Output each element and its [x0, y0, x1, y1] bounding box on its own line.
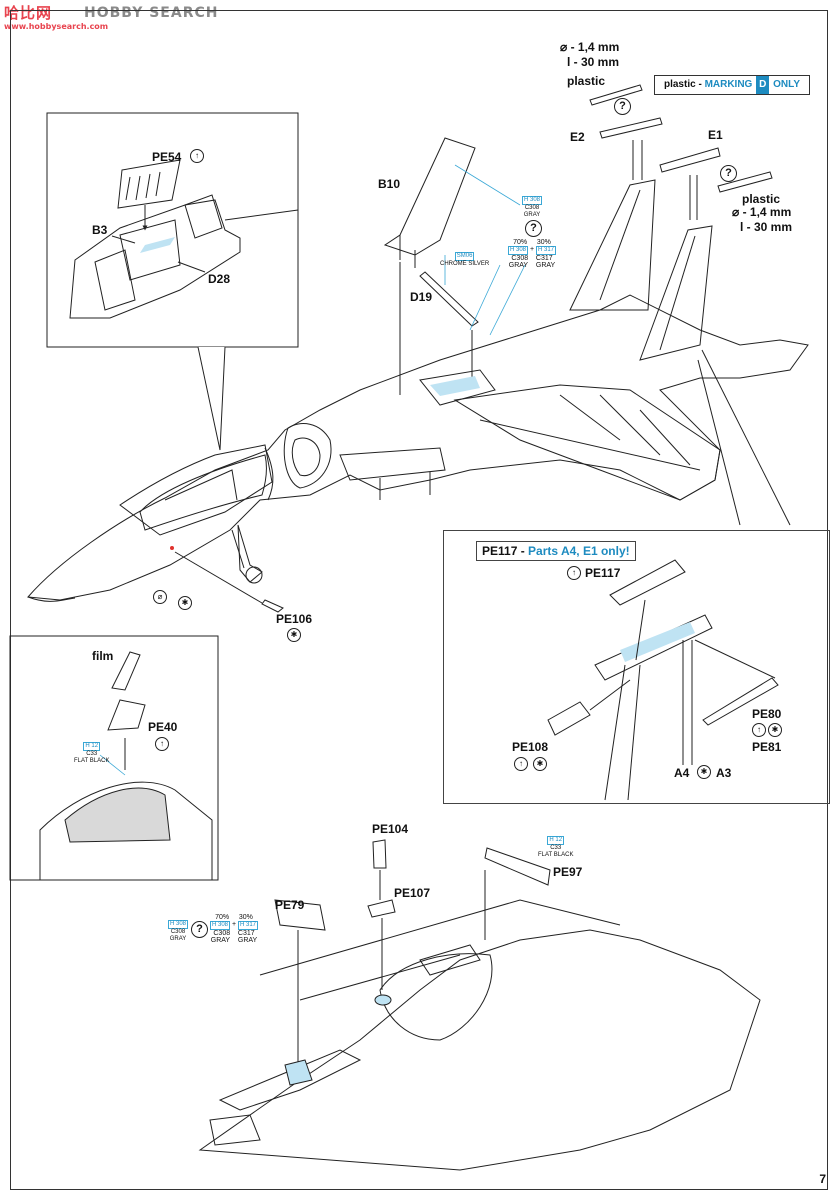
- label-pe106: PE106: [276, 612, 313, 626]
- watermark-brand-cn: 哈比网: [4, 4, 53, 22]
- page-frame: [10, 10, 828, 1190]
- label-a3: A3: [716, 766, 732, 780]
- label-e2: E2: [570, 130, 585, 144]
- marking-word: MARKING: [704, 79, 753, 90]
- label-pe108: PE108: [512, 740, 549, 754]
- label-plastic-top: plastic: [567, 74, 606, 88]
- optional-icon: ?: [191, 921, 208, 938]
- glue-icon: ✱: [533, 757, 547, 771]
- glue-icon: ✱: [768, 723, 782, 737]
- marking-note: plastic - MARKING D ONLY: [654, 75, 810, 95]
- fold-icon: ↑: [567, 566, 581, 580]
- label-pe97: PE97: [553, 865, 583, 879]
- right-diameter: ⌀ - 1,4 mm: [732, 205, 792, 219]
- label-d19: D19: [410, 290, 433, 304]
- label-pe54: PE54: [152, 150, 182, 164]
- label-pe107: PE107: [394, 886, 431, 900]
- inset-pe117-box: [443, 530, 830, 804]
- page-number: 7: [819, 1172, 826, 1186]
- inset-cockpit-box: [46, 112, 299, 348]
- fold-icon: ↑: [190, 149, 204, 163]
- label-film: film: [92, 649, 114, 663]
- label-pe117: PE117: [585, 566, 621, 580]
- watermark-brand-en: HOBBY SEARCH: [84, 5, 219, 21]
- label-d28: D28: [208, 272, 231, 286]
- label-pe80: PE80: [752, 707, 782, 721]
- label-b3: B3: [92, 223, 108, 237]
- optional-icon: ?: [720, 165, 737, 182]
- glue-icon: ✱: [287, 628, 301, 642]
- pe117-title: PE117 - Parts A4, E1 only!: [476, 541, 636, 561]
- optional-icon: ?: [614, 98, 631, 115]
- label-pe40: PE40: [148, 720, 178, 734]
- label-e1: E1: [708, 128, 723, 142]
- glue-icon: ✱: [697, 765, 711, 779]
- paint-mix-lower: 70% 30% H 308 + H 317 C308 C317 GRAY GRA…: [210, 914, 259, 944]
- top-length: l - 30 mm: [567, 55, 620, 69]
- fold-icon: ↑: [514, 757, 528, 771]
- marking-letter: D: [756, 76, 770, 94]
- watermark-url: www.hobbysearch.com: [4, 22, 109, 31]
- glue-icon: ✱: [178, 596, 192, 610]
- label-pe104: PE104: [372, 822, 409, 836]
- label-a4: A4: [674, 766, 690, 780]
- marking-prefix: plastic -: [663, 79, 702, 90]
- fold-icon: ↑: [752, 723, 766, 737]
- inset-canopy-box: [9, 635, 219, 881]
- top-diameter: ⌀ - 1,4 mm: [560, 40, 620, 54]
- label-plastic-right: plastic: [742, 192, 781, 206]
- label-b10: B10: [378, 177, 401, 191]
- remove-icon: ⌀: [153, 590, 167, 604]
- fold-icon: ↑: [155, 737, 169, 751]
- paint-mix-top: 70% 30% H 308 + H 317 C308 C317 GRAY GRA…: [508, 239, 557, 269]
- marking-suffix: ONLY: [773, 79, 801, 90]
- optional-icon: ?: [525, 220, 542, 237]
- right-length: l - 30 mm: [740, 220, 793, 234]
- label-pe81: PE81: [752, 740, 782, 754]
- label-pe79: PE79: [275, 898, 305, 912]
